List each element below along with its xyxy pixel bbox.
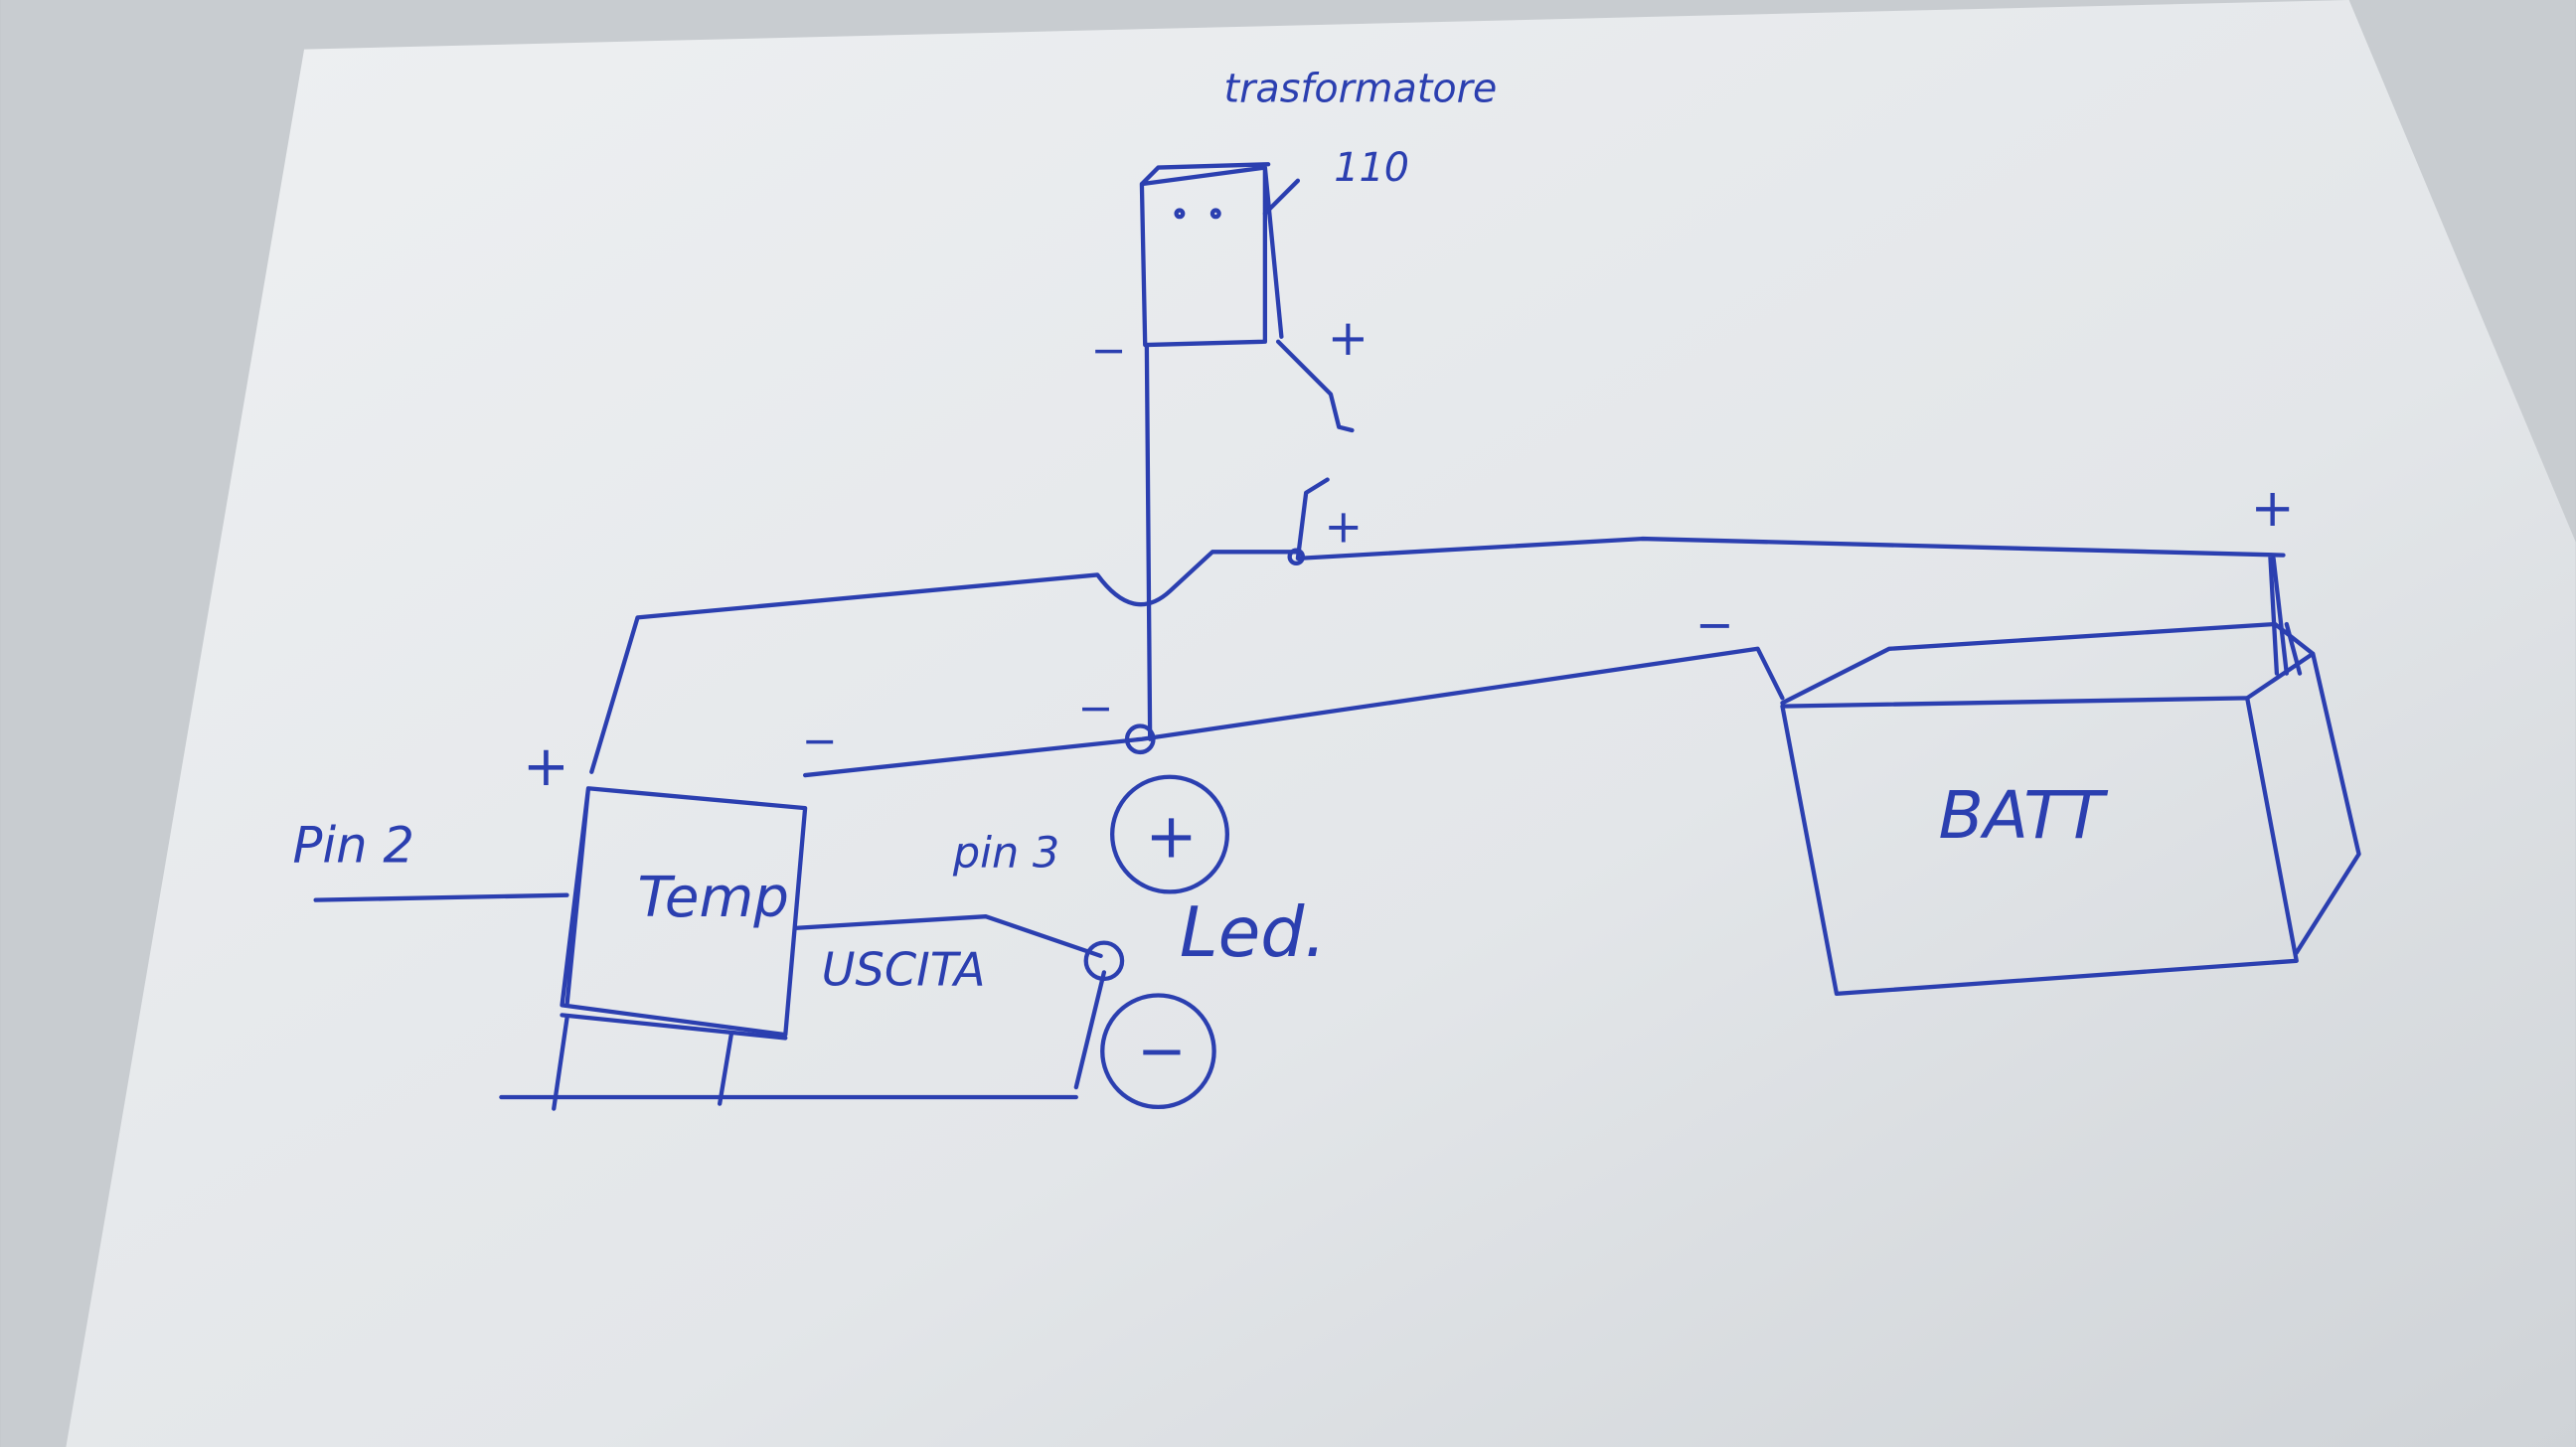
output-wire — [794, 914, 1107, 1090]
battery-plus: + — [2250, 478, 2294, 539]
pin-input-label: Pin 2 — [292, 817, 413, 875]
led-plus: + — [1145, 800, 1198, 873]
battery-label: BATT — [1938, 777, 2108, 854]
battery — [1780, 556, 2361, 997]
plus-wire — [1295, 477, 2286, 676]
transformer — [1139, 162, 1355, 433]
battery-minus: − — [1695, 598, 1734, 652]
temp-label: Temp — [638, 866, 789, 930]
temp-sensor — [499, 786, 1078, 1111]
ground-minus: − — [1077, 684, 1113, 733]
temp-plus: + — [523, 734, 569, 799]
led-minus: − — [1137, 1018, 1187, 1086]
voltage-label: 110 — [1334, 145, 1409, 191]
output-label: USCITA — [822, 943, 986, 997]
led-plus-circle — [1110, 774, 1229, 894]
switch-plus: + — [1324, 499, 1363, 553]
pin3-label: pin 3 — [952, 829, 1059, 879]
temp-minus: − — [802, 717, 838, 766]
transformer-label: trasformatore — [1224, 66, 1498, 111]
pin-input-wire — [313, 892, 569, 902]
transformer-minus: − — [1091, 326, 1127, 376]
minus-wire — [802, 646, 1785, 778]
led-minus-circle — [1100, 993, 1216, 1110]
transformer-plus: + — [1328, 309, 1369, 367]
temp-plus-wire — [589, 550, 1301, 774]
led-label: Led. — [1180, 893, 1327, 973]
paper-sheet — [66, 0, 2576, 1447]
led-node — [1083, 940, 1125, 982]
